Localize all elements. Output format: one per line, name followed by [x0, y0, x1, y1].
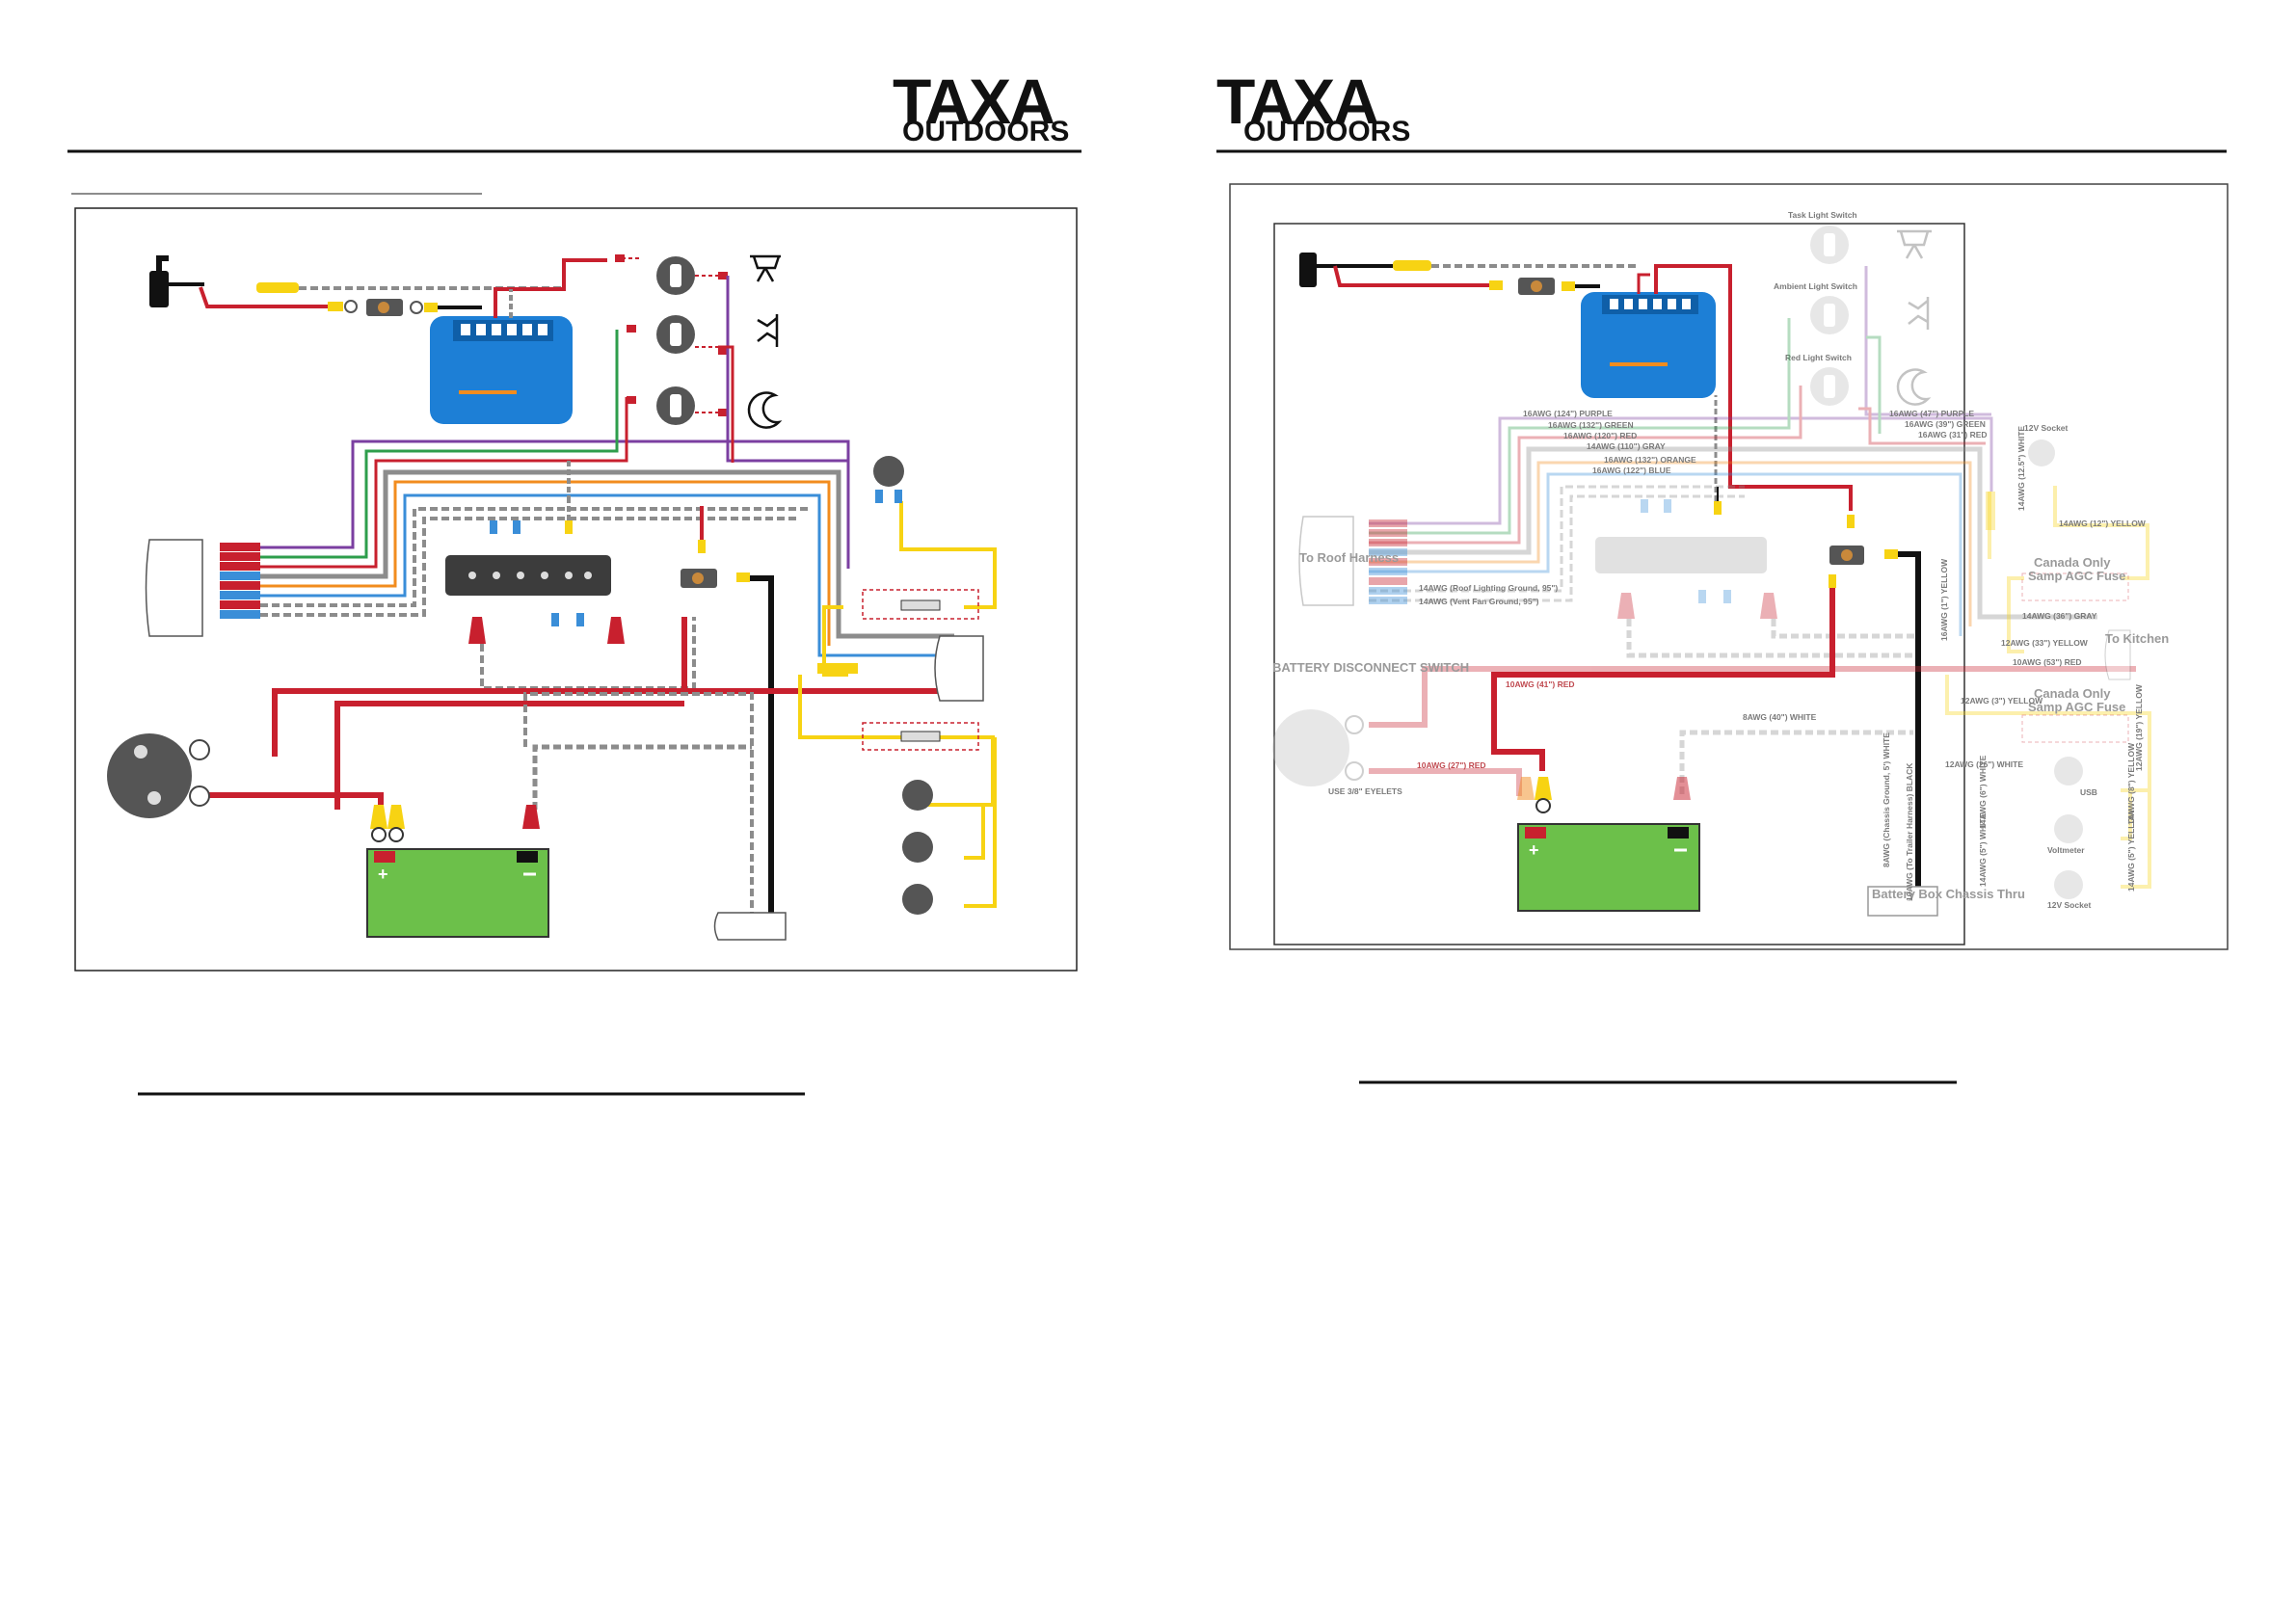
right-battery: + [1517, 777, 1700, 912]
svg-text:12AWG (19") YELLOW: 12AWG (19") YELLOW [2134, 683, 2144, 771]
left-switch-ambient [627, 315, 728, 355]
svg-text:16AWG (124") PURPLE: 16AWG (124") PURPLE [1523, 409, 1613, 418]
label-ambient-light-switch: Ambient Light Switch [1774, 281, 1857, 291]
right-battery-box [1867, 886, 1938, 917]
svg-text:12AWG (26") WHITE: 12AWG (26") WHITE [1945, 759, 2023, 769]
right-switches [1810, 226, 1932, 406]
taxa-logo-right: TAXA OUTDOORS [1216, 66, 1410, 147]
label-canada-only-2: Canada Only [2034, 686, 2111, 701]
left-main-red [193, 688, 969, 824]
left-switch-red [627, 386, 728, 425]
right-harness-wires [1369, 266, 2097, 636]
left-harness-wires [260, 276, 954, 657]
svg-text:14AWG (5") YELLOW: 14AWG (5") YELLOW [2126, 809, 2136, 892]
label-voltmeter: Voltmeter [2047, 845, 2085, 855]
logo-bottom-text: OUTDOORS [902, 116, 1069, 147]
right-wire-labels-top: 16AWG (124") PURPLE 16AWG (132") GREEN 1… [1419, 409, 1988, 606]
label-use-eyelets: USE 3/8" EYELETS [1328, 786, 1402, 796]
label-battery-box: Battery Box Chassis Thru [1872, 887, 2025, 901]
right-yellow-wires [1945, 486, 2151, 889]
svg-text:12AWG (33") YELLOW: 12AWG (33") YELLOW [2001, 638, 2089, 648]
svg-text:10AWG (53") RED: 10AWG (53") RED [2013, 657, 2082, 667]
left-fuse-holder-2 [862, 722, 979, 751]
svg-text:14AWG (Vent Fan Ground, 95"): 14AWG (Vent Fan Ground, 95") [1419, 597, 1539, 606]
left-chassis-thru [713, 912, 787, 941]
svg-text:+: + [378, 865, 388, 884]
task-light-icon [750, 254, 781, 282]
svg-text:14AWG (5") WHITE: 14AWG (5") WHITE [1978, 812, 1988, 887]
left-usb-voltmeter-socket [902, 780, 933, 915]
label-task-light-switch: Task Light Switch [1788, 210, 1857, 220]
label-red-light-switch: Red Light Switch [1785, 353, 1852, 362]
left-yellow-wires [798, 501, 997, 908]
label-12v-socket-bottom: 12V Socket [2047, 900, 2092, 910]
diagram-frame-left [74, 207, 1078, 972]
right-sockets [1986, 439, 2131, 899]
svg-text:16AWG (39") GREEN: 16AWG (39") GREEN [1905, 419, 1986, 429]
left-page: TAXA OUTDOORS [67, 66, 1081, 1096]
svg-text:16AWG (120") RED: 16AWG (120") RED [1563, 431, 1637, 440]
svg-text:8AWG (Chassis Ground, 5') WHIT: 8AWG (Chassis Ground, 5') WHITE [1882, 732, 1891, 867]
left-switch-icons [747, 254, 783, 429]
left-fuse-holder-1 [862, 589, 979, 620]
svg-text:14AWG (8") YELLOW: 14AWG (8") YELLOW [2126, 742, 2136, 825]
svg-text:16AWG (132") ORANGE: 16AWG (132") ORANGE [1604, 455, 1696, 465]
left-white-ground [523, 692, 754, 920]
right-disconnect-runs [1272, 666, 2136, 796]
right-wire-labels-12v: 14AWG (12") YELLOW 14AWG (36") GRAY 12AW… [1939, 426, 2147, 892]
svg-text:14AWG (110") GRAY: 14AWG (110") GRAY [1587, 441, 1666, 451]
right-roof-harness [1298, 516, 1407, 606]
logo-bottom-text: OUTDOORS [1243, 116, 1410, 147]
label-12v-socket-top: 12V Socket [2024, 423, 2069, 433]
svg-text:16AWG (47") PURPLE: 16AWG (47") PURPLE [1889, 409, 1974, 418]
left-bus-bar [445, 461, 696, 690]
left-12v-socket-top [873, 456, 904, 503]
label-fuse-2: Samp AGC Fuse [2028, 700, 2125, 714]
svg-text:14AWG (12") YELLOW: 14AWG (12") YELLOW [2059, 519, 2147, 528]
svg-text:14AWG (Roof Lighting Ground, 9: 14AWG (Roof Lighting Ground, 95") [1419, 583, 1558, 593]
left-disconnect-switch [107, 733, 210, 818]
svg-text:16AWG (122") BLUE: 16AWG (122") BLUE [1592, 466, 1671, 475]
svg-text:+: + [1529, 840, 1539, 860]
diagram-frame-right [1229, 183, 2229, 950]
label-to-kitchen: To Kitchen [2105, 631, 2169, 646]
label-to-roof-harness: To Roof Harness [1299, 550, 1399, 565]
left-switch-task [615, 254, 728, 295]
right-breaker [1491, 515, 1921, 892]
ambient-light-icon [757, 314, 779, 347]
left-roof-harness [145, 539, 260, 637]
svg-text:10AWG (To Trailer Harness) BLA: 10AWG (To Trailer Harness) BLACK [1905, 762, 1914, 901]
svg-text:14AWG (36") GRAY: 14AWG (36") GRAY [2022, 611, 2097, 621]
label-usb: USB [2080, 787, 2097, 797]
label-disc-red: 10AWG (27") RED [1417, 760, 1486, 770]
label-battery-disconnect: BATTERY DISCONNECT SWITCH [1272, 660, 1469, 675]
moon-icon [747, 391, 783, 429]
svg-text:16AWG (31") RED: 16AWG (31") RED [1918, 430, 1988, 439]
svg-text:16AWG (132") GREEN: 16AWG (132") GREEN [1548, 420, 1634, 430]
logo-top-text: TAXA [893, 66, 1054, 137]
svg-text:16AWG (1") YELLOW: 16AWG (1") YELLOW [1939, 558, 1949, 641]
svg-text:14AWG (6") WHITE: 14AWG (6") WHITE [1978, 755, 1988, 829]
label-main-white: 8AWG (40") WHITE [1743, 712, 1817, 722]
right-charge-controller [1581, 264, 1853, 511]
svg-text:14AWG (12.5") WHITE: 14AWG (12.5") WHITE [2016, 426, 2026, 511]
inner-frame-right [1273, 223, 1965, 945]
label-main-red: 10AWG (41") RED [1506, 679, 1575, 689]
label-fuse-1: Samp AGC Fuse [2028, 569, 2125, 583]
taxa-logo-left: TAXA OUTDOORS [893, 66, 1069, 147]
left-kitchen-block [934, 635, 984, 702]
label-canada-only-1: Canada Only [2034, 555, 2111, 570]
logo-top-text: TAXA [1216, 66, 1377, 137]
left-battery: + [366, 805, 549, 938]
right-solar-plug [1299, 253, 1639, 295]
right-page: TAXA OUTDOORS [1216, 66, 2229, 1084]
charge-controller [430, 258, 607, 424]
svg-text:12AWG (3") YELLOW: 12AWG (3") YELLOW [1961, 696, 2043, 706]
left-breaker [681, 506, 774, 920]
